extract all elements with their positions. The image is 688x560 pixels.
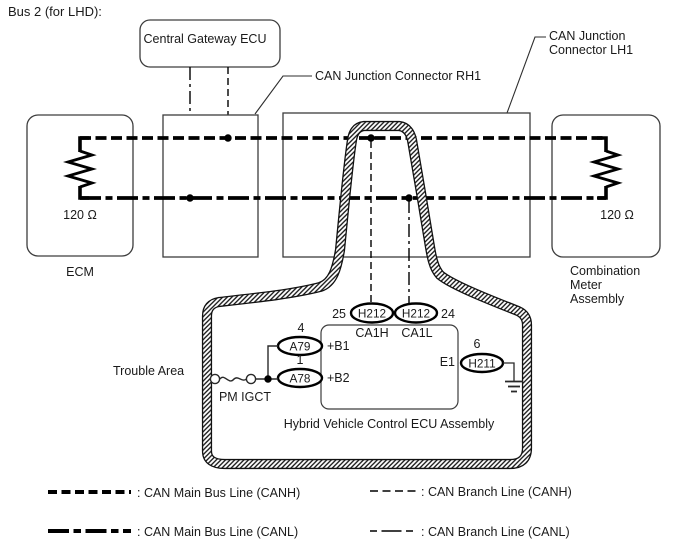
ground-icon <box>503 362 523 393</box>
legend-label-main-canl: : CAN Main Bus Line (CANL) <box>137 525 298 539</box>
terminal-ca1h-label: CA1H <box>355 326 388 340</box>
combination-meter-node: 120 Ω Combination Meter Assembly <box>551 114 661 306</box>
lh1-callout-label-line1: CAN Junction <box>549 29 625 43</box>
pin-1-label: 1 <box>297 353 304 367</box>
legend-row-main-canl: : CAN Main Bus Line (CANL) <box>48 525 298 539</box>
ecm-terminating-resistor <box>63 149 97 189</box>
pm-igct-fuse-icon <box>209 373 257 385</box>
pin-6-label: 6 <box>474 337 481 351</box>
gateway-canl-junction-dot <box>186 194 194 202</box>
central-gateway-ecu-box <box>139 19 281 68</box>
ecm-resistor-value: 120 Ω <box>63 208 97 222</box>
combination-meter-terminating-resistor <box>589 149 623 189</box>
central-gateway-ecu-node: Central Gateway ECU <box>139 19 281 68</box>
connector-id-h211: H211 <box>468 357 495 371</box>
legend-row-main-canh: : CAN Main Bus Line (CANH) <box>48 486 300 500</box>
terminal-e1-label: E1 <box>440 355 455 369</box>
hybrid-ecu-node: 25 H212 CA1H H212 24 CA1L 4 A79 +B1 1 A7… <box>209 302 523 431</box>
connector-id-h212-ca1h: H212 <box>358 307 386 321</box>
legend: : CAN Main Bus Line (CANH) : CAN Main Bu… <box>48 485 572 539</box>
legend-label-branch-canl: : CAN Branch Line (CANL) <box>421 525 570 539</box>
legend-row-branch-canl: : CAN Branch Line (CANL) <box>370 525 570 539</box>
diagram-title: Bus 2 (for LHD): <box>8 4 102 19</box>
pin-24-label: 24 <box>441 307 455 321</box>
callout-rh1: CAN Junction Connector RH1 <box>254 69 481 115</box>
bus-junction-dots <box>186 134 413 202</box>
combination-meter-resistor-value: 120 Ω <box>600 208 634 222</box>
combination-meter-label-line2: Meter <box>570 278 602 292</box>
lh1-leader-line <box>506 36 546 114</box>
ecm-label: ECM <box>66 265 94 279</box>
hybrid-canh-junction-dot <box>367 134 375 142</box>
combination-meter-label-line3: Assembly <box>570 292 625 306</box>
combination-meter-label-line1: Combination <box>570 264 640 278</box>
connector-id-a79: A79 <box>290 340 311 354</box>
pin-4-label: 4 <box>298 321 305 335</box>
connector-oval-a78 <box>276 367 324 389</box>
lh1-callout-label-line2: Connector LH1 <box>549 43 633 57</box>
hybrid-ecu-label: Hybrid Vehicle Control ECU Assembly <box>284 417 495 431</box>
ecm-box <box>26 114 134 257</box>
rh1-leader-line <box>254 75 312 115</box>
legend-label-main-canh: : CAN Main Bus Line (CANH) <box>137 486 300 500</box>
callout-lh1: CAN Junction Connector LH1 <box>506 29 633 114</box>
hybrid-ecu-box <box>320 324 459 410</box>
gateway-canh-junction-dot <box>224 134 232 142</box>
hybrid-canl-junction-dot <box>405 194 413 202</box>
legend-row-branch-canh: : CAN Branch Line (CANH) <box>370 485 572 499</box>
terminal-b1-label: +B1 <box>327 339 350 353</box>
rh1-callout-label: CAN Junction Connector RH1 <box>315 69 481 83</box>
hybrid-branch-lines <box>370 141 410 304</box>
legend-label-branch-canh: : CAN Branch Line (CANH) <box>421 485 572 499</box>
connector-oval-h212-ca1h <box>349 302 395 324</box>
power-feed-junction-dot <box>264 375 272 383</box>
terminal-b2-label: +B2 <box>327 371 350 385</box>
trouble-area-hatched-border <box>201 120 533 470</box>
connector-oval-h212-ca1l <box>393 302 439 324</box>
central-gateway-ecu-label: Central Gateway ECU <box>144 32 267 46</box>
pm-igct-label: PM IGCT <box>219 390 271 404</box>
terminal-ca1l-label: CA1L <box>401 326 432 340</box>
connector-id-a78: A78 <box>290 372 311 386</box>
trouble-area-border-hatch <box>203 122 531 468</box>
connector-id-h212-ca1l: H212 <box>402 307 430 321</box>
pin-25-label: 25 <box>332 307 346 321</box>
power-feed-wires <box>256 345 278 380</box>
trouble-area-label: Trouble Area <box>113 364 184 378</box>
